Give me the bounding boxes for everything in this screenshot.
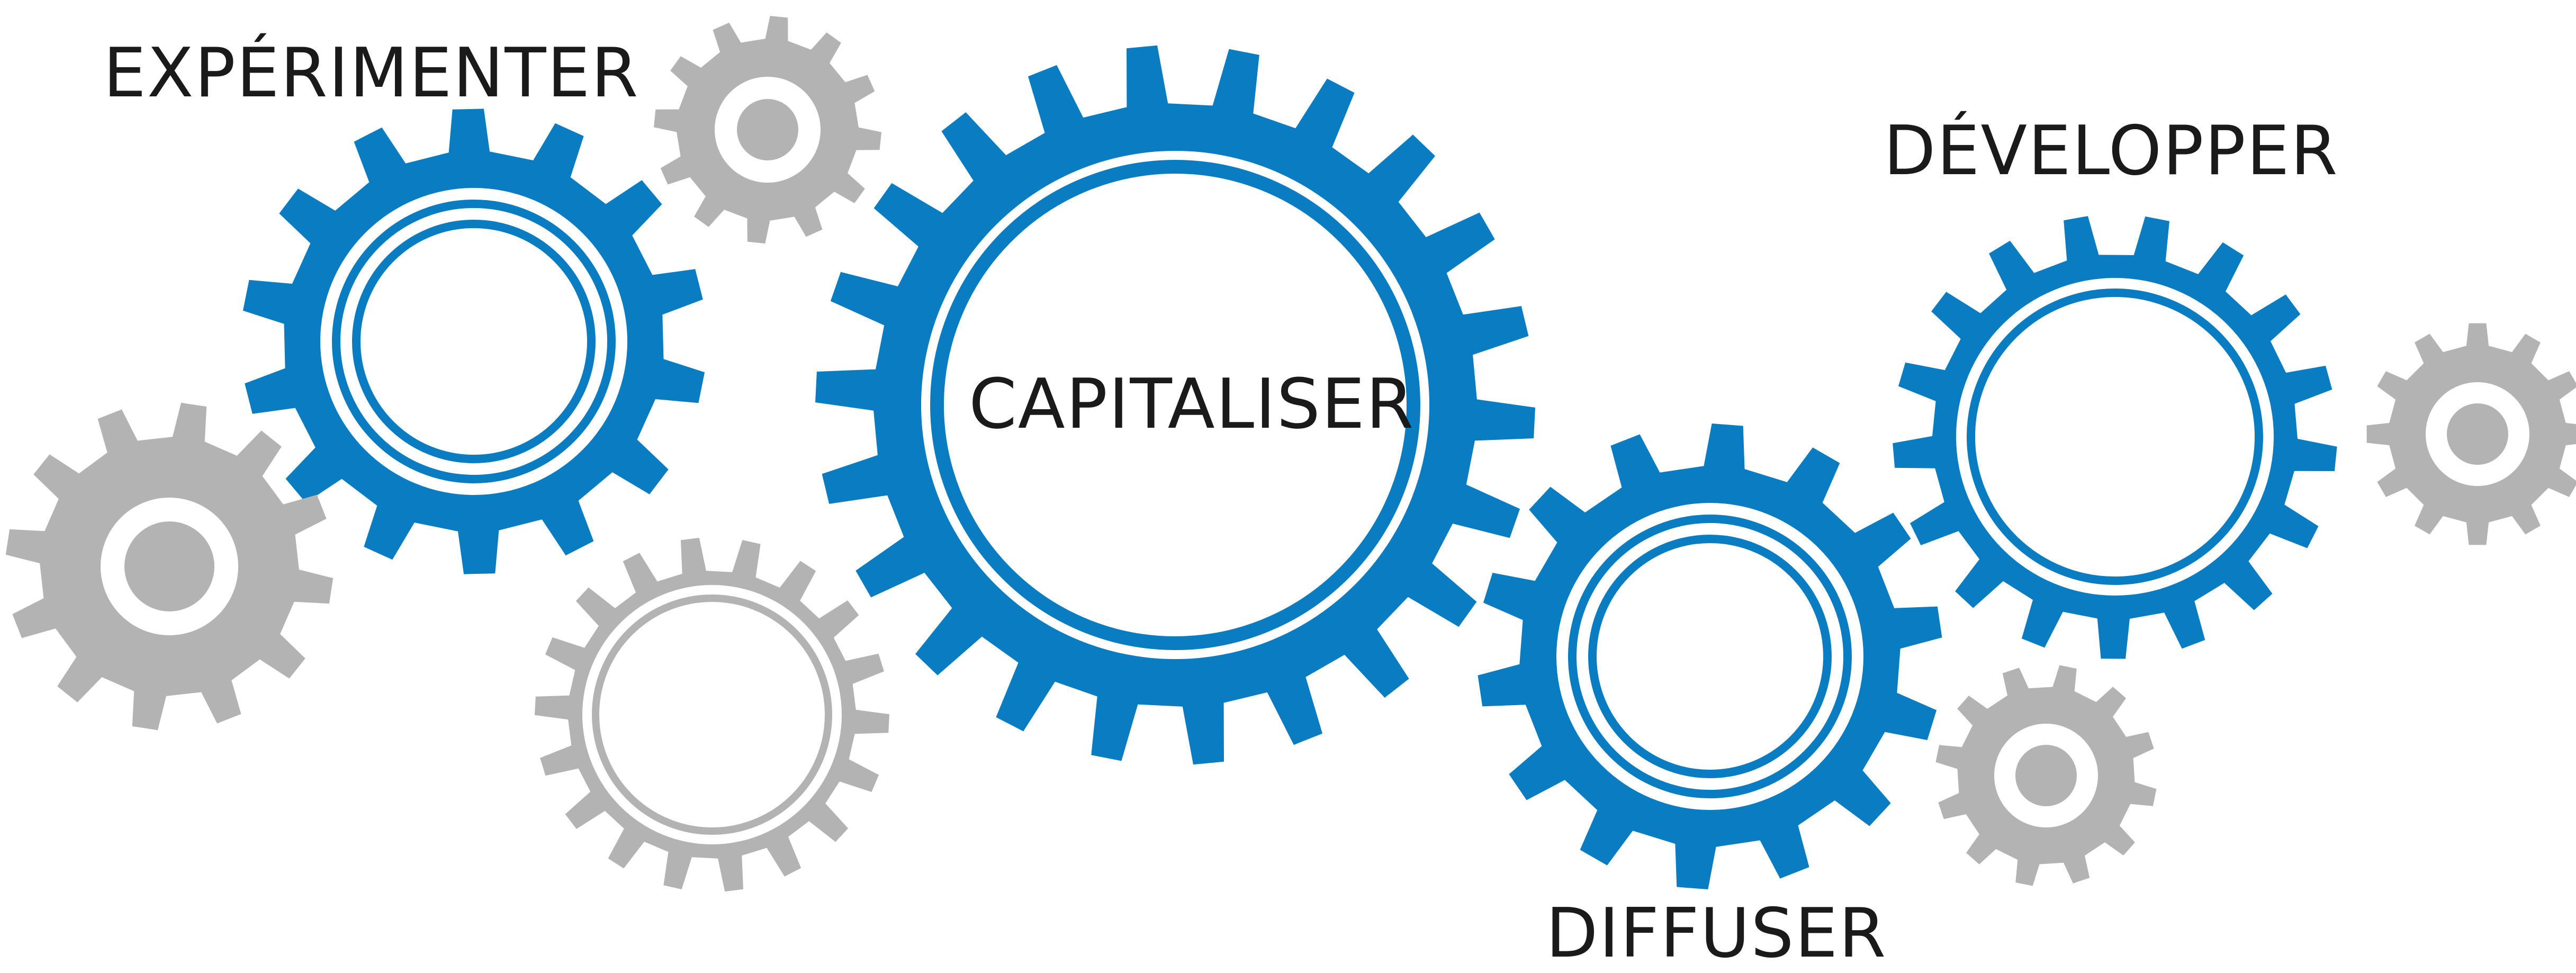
gear-ring: [1568, 515, 1852, 798]
gear-group: [5, 16, 2576, 892]
gear-ring: [592, 594, 832, 835]
gear-icon: [5, 402, 334, 731]
gear-center: [124, 521, 214, 611]
gear-icon: [1478, 424, 1942, 889]
gear-ring: [930, 160, 1420, 650]
gear-ring: [332, 200, 616, 483]
gear-icon: [1935, 665, 2157, 886]
gear-hub: [582, 585, 842, 844]
gear-hub: [921, 151, 1429, 659]
gear-icon: [654, 16, 881, 244]
label-developper: DÉVELOPPER: [1884, 112, 2339, 191]
gear-hub: [1556, 503, 1863, 810]
gear-hub: [1956, 278, 2274, 596]
gear-icon: [815, 45, 1535, 765]
gear-ring: [1588, 535, 1832, 778]
label-diffuser: DIFFUSER: [1546, 894, 1887, 973]
gear-ring: [1967, 289, 2263, 585]
gear-center: [2447, 403, 2508, 465]
gear-icon: [1893, 216, 2337, 659]
gear-center: [737, 99, 798, 160]
gear-center: [2015, 745, 2077, 806]
gear-icon: [242, 109, 705, 574]
gear-hub: [320, 188, 627, 495]
gear-icon: [2366, 323, 2576, 545]
label-capitaliser: CAPITALISER: [969, 364, 1415, 444]
label-experimenter: EXPÉRIMENTER: [103, 34, 640, 113]
gear-ring: [352, 220, 596, 463]
gear-icon: [535, 537, 889, 892]
